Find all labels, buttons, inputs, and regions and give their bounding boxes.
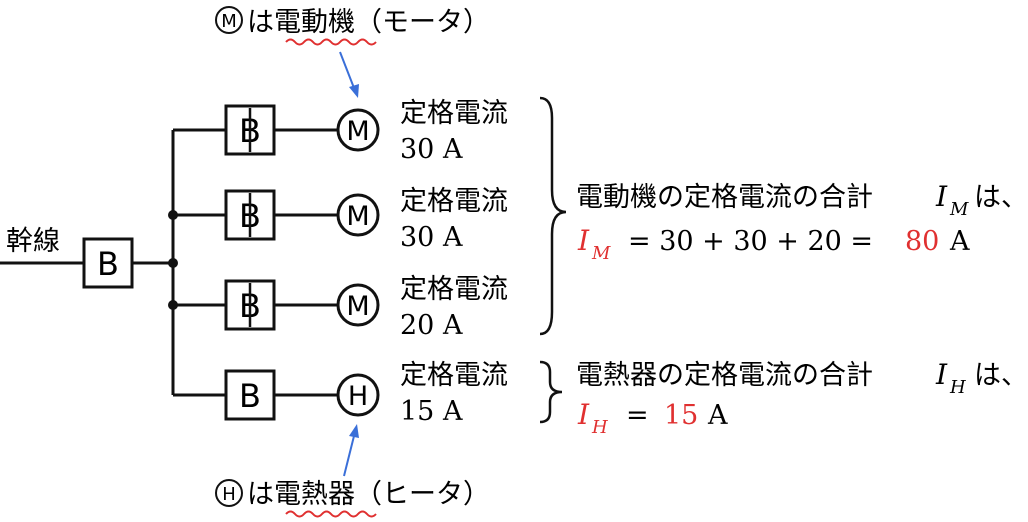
- motor-legend-icon: [215, 6, 243, 34]
- svg-text:定格電流: 定格電流: [400, 186, 508, 217]
- junction-dot: [168, 258, 178, 268]
- heater-eq-sub: H: [591, 417, 608, 438]
- legend-motor: M は電動機（モータ）: [215, 6, 490, 98]
- legend-heater-paren: （ヒータ）: [355, 479, 490, 510]
- svg-text:は電熱器（ヒータ）: は電熱器（ヒータ）: [247, 479, 490, 510]
- motor-eq-rhs: = 30 + 30 + 20 =: [628, 226, 873, 257]
- motor-total-sub: M: [949, 199, 969, 220]
- motor-icon: [336, 108, 380, 152]
- main-line-label: 幹線: [6, 226, 60, 257]
- heater-total: 電熱器の定格電流の合計 I H は、 I H = 15 A: [576, 358, 1028, 438]
- svg-text:電動機の定格電流の合計: 電動機の定格電流の合計: [576, 182, 873, 213]
- heater-eq-result: 15: [664, 400, 698, 431]
- heater-total-text: 電熱器の定格電流の合計: [576, 360, 873, 391]
- main-breaker-symbol: B: [97, 245, 119, 283]
- branch-current: 30 A: [400, 222, 463, 253]
- svg-text:M: M: [346, 201, 369, 232]
- branch-label-1: 定格電流 30 A: [400, 98, 508, 165]
- heater-eq-unit: A: [707, 400, 728, 431]
- svg-text:定格電流: 定格電流: [400, 360, 508, 391]
- motor-pointer-arrow: [339, 51, 355, 89]
- motor-group-brace: [539, 96, 567, 336]
- main-breaker: B: [82, 237, 134, 289]
- legend-heater: H は電熱器（ヒータ）: [215, 424, 490, 518]
- heater-arrow-head: [349, 424, 359, 438]
- heater-eq-rhs: =: [626, 400, 649, 431]
- branch-breaker-4: B: [224, 369, 276, 421]
- heater-total-suffix: は、: [974, 360, 1028, 391]
- heater-load: H: [336, 373, 380, 417]
- svg-text:定格電流: 定格電流: [400, 98, 508, 129]
- branch-current: 15 A: [400, 396, 463, 427]
- svg-text:H: H: [348, 381, 368, 412]
- motor-icon: [336, 283, 380, 327]
- branch-current: 30 A: [400, 134, 463, 165]
- heater-wavy-underline: [285, 510, 377, 518]
- branch-label-2: 定格電流 30 A: [400, 186, 508, 253]
- legend-motor-tail: は: [247, 7, 274, 38]
- motor-eq-sub: M: [591, 243, 611, 264]
- svg-text:定格電流: 定格電流: [400, 274, 508, 305]
- branch-breaker-3: B: [224, 279, 276, 331]
- heater-legend-symbol: H: [222, 484, 236, 505]
- motor-eq-result: 80: [905, 226, 939, 257]
- branch-breaker-1: B: [224, 104, 276, 156]
- motor-load-3: M: [336, 283, 380, 327]
- svg-text:B: B: [239, 377, 261, 415]
- motor-legend-symbol: M: [221, 11, 237, 32]
- motor-icon: [336, 193, 380, 237]
- motor-load-2: M: [336, 193, 380, 237]
- branch-current: 20 A: [400, 310, 463, 341]
- junction-dot: [168, 210, 178, 220]
- legend-heater-tail: は: [247, 479, 274, 510]
- svg-text:電熱器の定格電流の合計: 電熱器の定格電流の合計: [576, 360, 873, 391]
- junction-dot: [168, 300, 178, 310]
- heater-eq-var: I: [577, 398, 590, 431]
- branch-breaker-2: B: [224, 189, 276, 241]
- legend-motor-paren: （モータ）: [355, 7, 490, 38]
- motor-wavy-underline: [285, 38, 377, 46]
- motor-load-1: M: [336, 108, 380, 152]
- motor-eq-unit: A: [949, 226, 970, 257]
- motor-total-suffix: は、: [974, 182, 1028, 213]
- heater-total-var: I: [935, 358, 948, 391]
- heater-pointer-arrow: [343, 435, 355, 477]
- heater-icon: [336, 373, 380, 417]
- legend-motor-word: 電動機: [274, 7, 355, 38]
- svg-text:は電動機（モータ）: は電動機（モータ）: [247, 7, 490, 38]
- motor-total: 電動機の定格電流の合計 I M は、 I M = 30 + 30 + 20 = …: [576, 180, 1028, 264]
- legend-heater-word: 電熱器: [274, 479, 355, 510]
- heater-total-sub: H: [949, 377, 966, 398]
- motor-arrow-head: [349, 84, 359, 98]
- branch-label-3: 定格電流 20 A: [400, 274, 508, 341]
- heater-group-brace: [539, 360, 563, 424]
- svg-text:M: M: [346, 291, 369, 322]
- heater-legend-icon: [215, 479, 243, 507]
- motor-total-var: I: [935, 180, 948, 213]
- svg-text:M: M: [346, 116, 369, 147]
- motor-total-text: 電動機の定格電流の合計: [576, 182, 873, 213]
- motor-eq-var: I: [577, 224, 590, 257]
- branch-label-4: 定格電流 15 A: [400, 360, 508, 427]
